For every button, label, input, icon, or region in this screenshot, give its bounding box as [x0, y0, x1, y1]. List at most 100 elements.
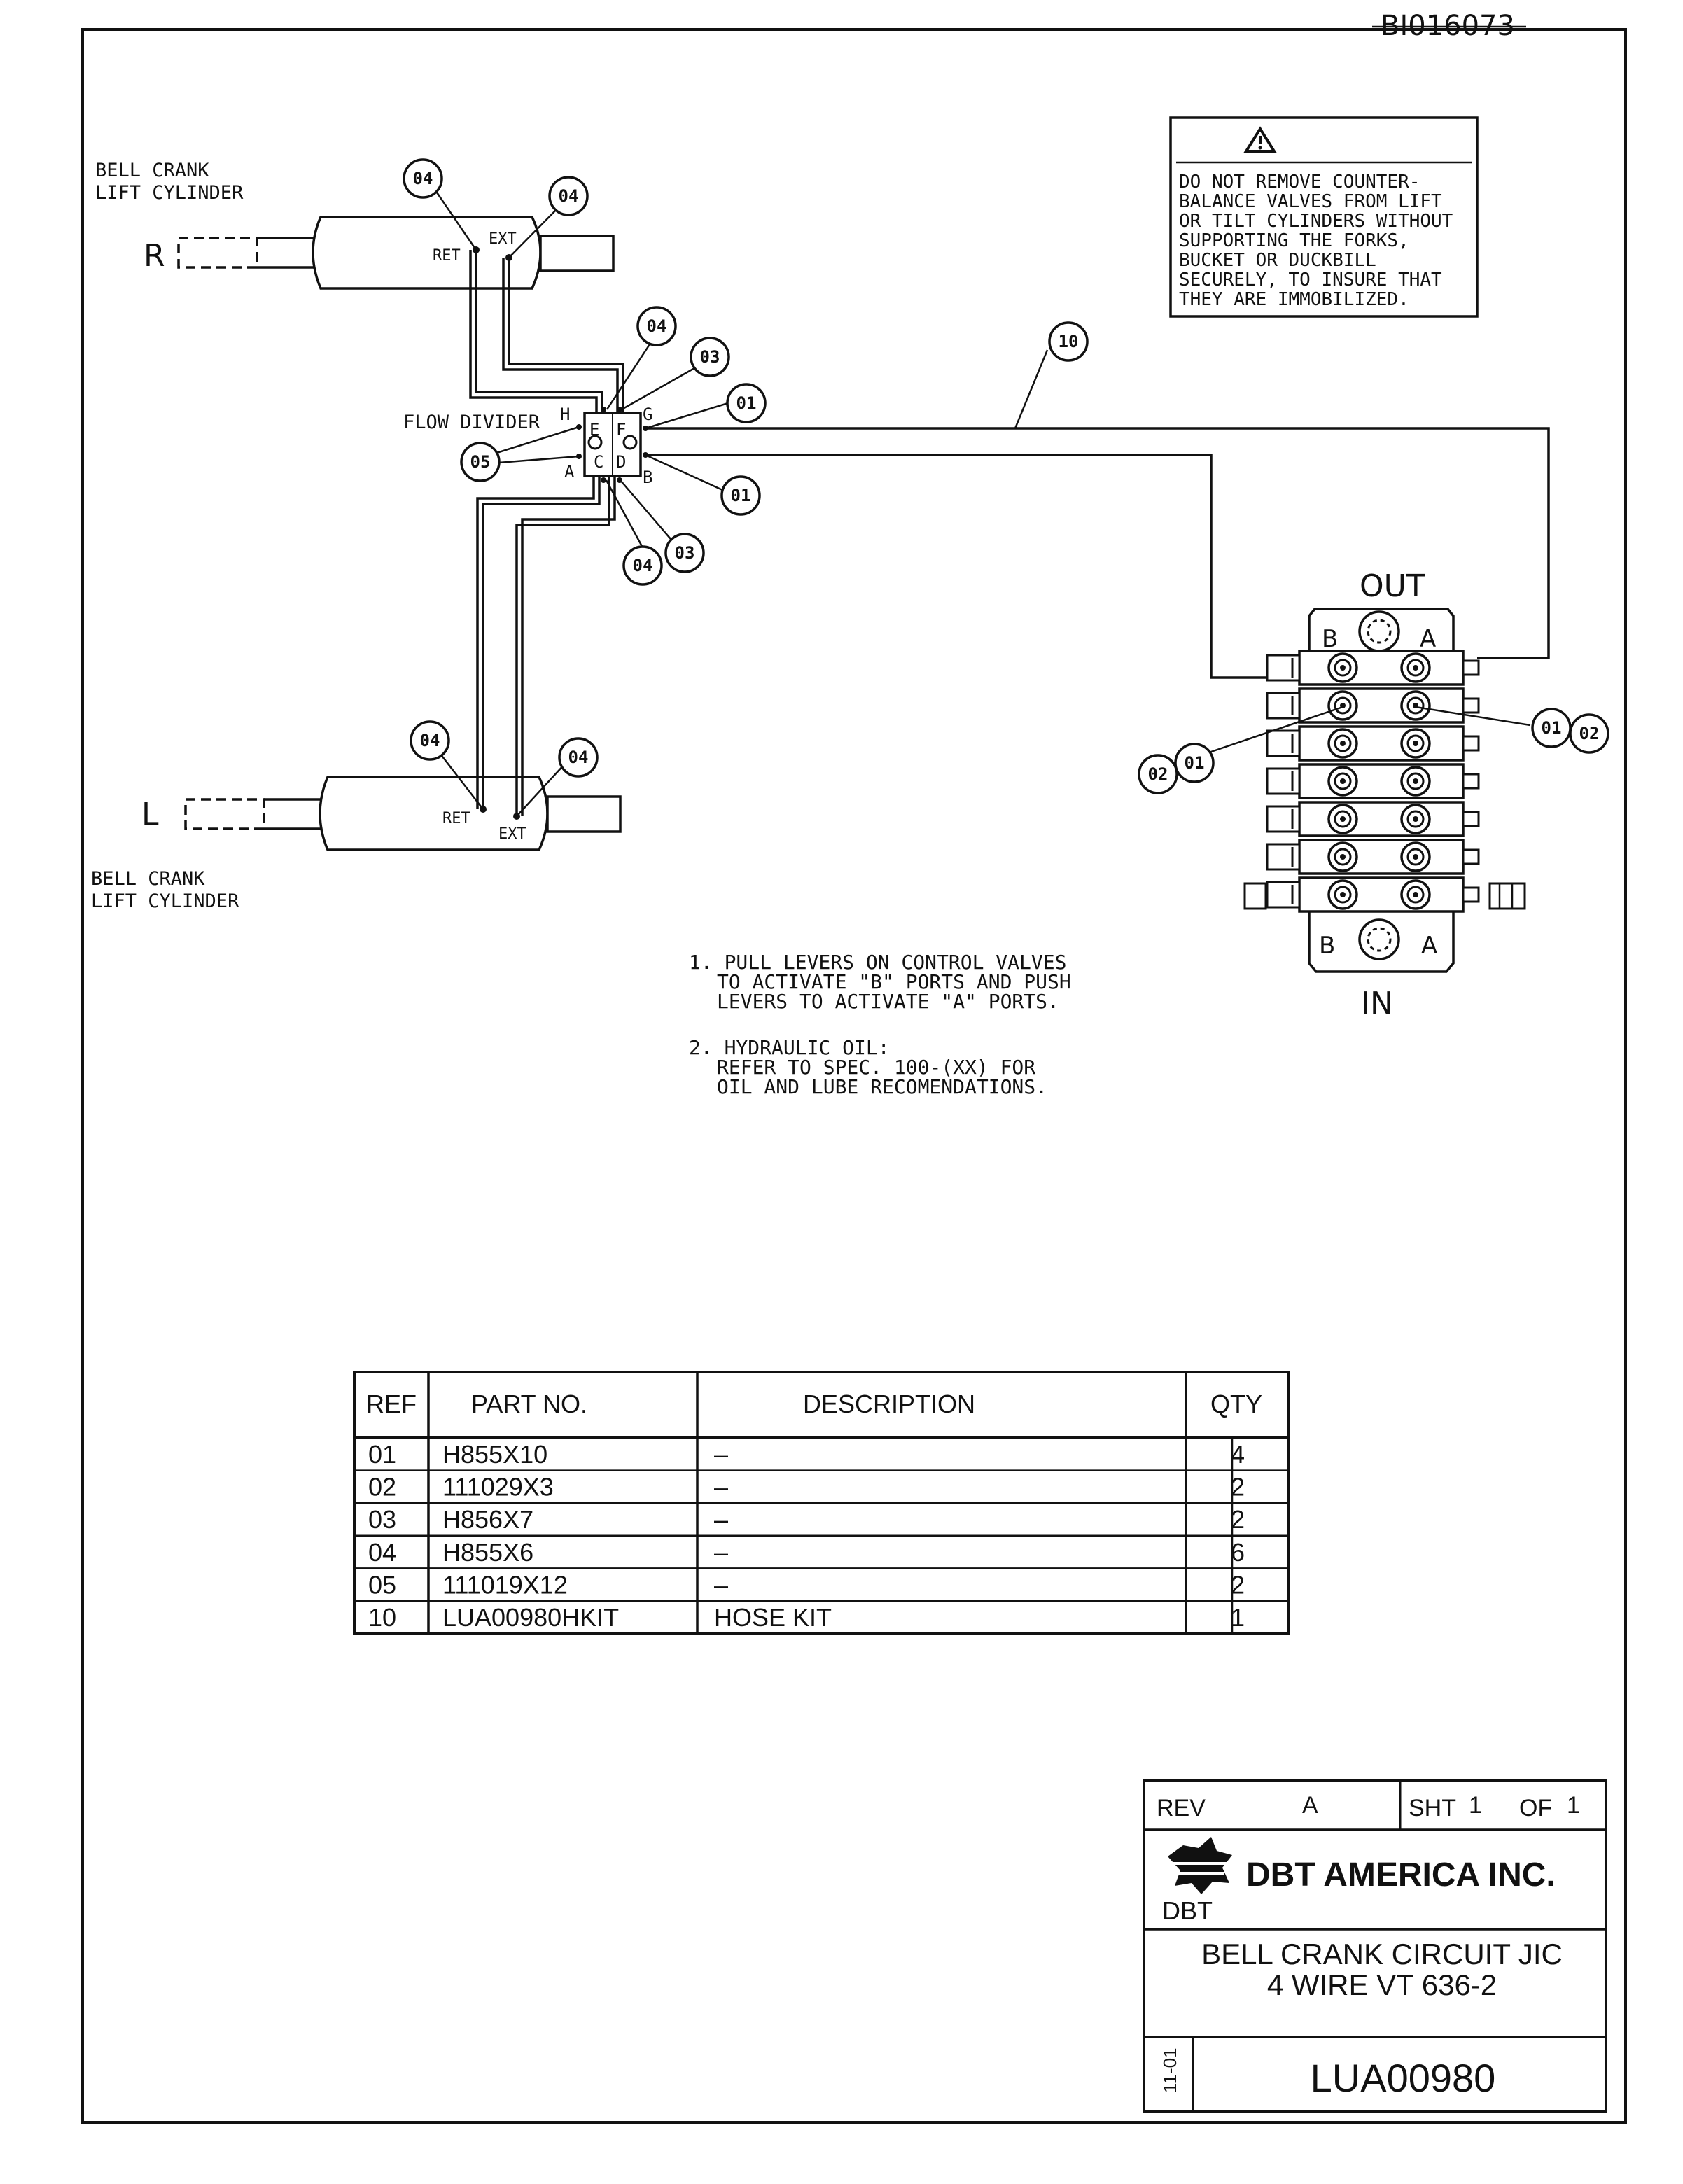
fd-port-a: A: [564, 462, 575, 482]
callout-l-ext: 04: [558, 737, 599, 778]
callout-hose: 10: [1048, 321, 1089, 362]
callout-v-left-02: 02: [1138, 754, 1178, 794]
cell-ref: 02: [368, 1473, 396, 1502]
note-1-line-3: LEVERS TO ACTIVATE "A" PORTS.: [717, 990, 1059, 1013]
rev-label: REV: [1157, 1795, 1206, 1821]
cell-ref: 05: [368, 1570, 396, 1599]
fd-port-c: C: [594, 452, 603, 472]
left-lift-cylinder: BELL CRANK LIFT CYLINDER L RET EXT: [91, 776, 622, 912]
drawing-border: [81, 28, 1627, 2124]
fd-port-h: H: [560, 405, 570, 424]
callout-number: 04: [420, 731, 440, 750]
callout-fd-d: 01: [720, 475, 761, 516]
valve-section: [1266, 725, 1480, 762]
fd-port-f: F: [616, 420, 626, 440]
valve-in-label: IN: [1361, 986, 1393, 1021]
valve-section: [1266, 839, 1480, 875]
callout-number: 01: [1542, 718, 1562, 738]
left-port-ext: EXT: [498, 825, 526, 843]
cell-qty: 6: [1231, 1538, 1245, 1567]
callout-fd-bot2: 03: [664, 533, 705, 573]
flow-divider-label: FLOW DIVIDER: [403, 412, 540, 433]
left-cylinder-label-1: BELL CRANK: [91, 868, 205, 890]
warning-box: DO NOT REMOVE COUNTER- BALANCE VALVES FR…: [1169, 116, 1479, 318]
cell-part-no: 111019X12: [442, 1570, 568, 1599]
of-label: OF: [1519, 1795, 1552, 1821]
warning-line-4: SUPPORTING THE FORKS,: [1179, 230, 1409, 251]
cell-qty: 4: [1231, 1440, 1245, 1469]
drawing-number: LUA00980: [1311, 2056, 1496, 2100]
notes: 1. PULL LEVERS ON CONTROL VALVES TO ACTI…: [689, 951, 1083, 1098]
callout-number: 04: [647, 316, 667, 336]
cell-description: –: [714, 1538, 728, 1567]
fd-port-g: G: [643, 405, 652, 424]
cell-ref: 04: [368, 1538, 396, 1567]
right-port-ret: RET: [433, 247, 461, 265]
callout-number: 01: [736, 393, 757, 413]
valve-section: [1266, 687, 1480, 724]
valve-bottom-port-a: A: [1421, 932, 1437, 960]
callout-fd-left: 05: [460, 442, 501, 482]
right-cylinder-label-1: BELL CRANK: [95, 160, 209, 181]
callout-v-left-01: 01: [1174, 743, 1215, 783]
warning-triangle-icon: [1243, 126, 1277, 153]
note-2-line-3: OIL AND LUBE RECOMENDATIONS.: [717, 1075, 1047, 1098]
warning-line-1: DO NOT REMOVE COUNTER-: [1179, 172, 1420, 192]
valve-section: [1266, 801, 1480, 837]
cell-part-no: LUA00980HKIT: [442, 1603, 619, 1632]
cell-part-no: H855X10: [442, 1440, 547, 1469]
hoses: [469, 250, 1550, 816]
callout-number: 03: [675, 543, 695, 563]
svg-text:DO NOT REMOVE COUNTER- B: DO NOT REMOVE COUNTER- BALANCE VALVES FR…: [1179, 172, 1464, 310]
callout-number: 04: [568, 748, 589, 767]
callout-v-right-02: 02: [1569, 713, 1609, 754]
flow-divider: FLOW DIVIDER H E F G A C D B: [403, 405, 652, 487]
sht-value: 1: [1469, 1792, 1482, 1819]
valve-bottom-port-b: B: [1319, 932, 1335, 960]
cell-description: –: [714, 1570, 728, 1599]
dbt-logo-icon: [1168, 1837, 1232, 1894]
fd-port-d: D: [616, 452, 626, 472]
table-header-description: DESCRIPTION: [803, 1390, 975, 1418]
callout-number: 04: [633, 556, 653, 575]
right-port-ext: EXT: [489, 230, 517, 248]
table-header-ref: REF: [366, 1390, 417, 1418]
callout-fd-top: 04: [636, 306, 677, 346]
cell-ref: 01: [368, 1440, 396, 1469]
valve-top-port-a: A: [1420, 625, 1436, 653]
cell-qty: 1: [1231, 1603, 1245, 1632]
svg-text:1. PULL LEVERS ON CONTROL VALV: 1. PULL LEVERS ON CONTROL VALVES TO ACTI…: [689, 951, 1083, 1098]
fd-port-b: B: [643, 468, 652, 487]
cell-qty: 2: [1231, 1570, 1245, 1599]
of-value: 1: [1567, 1792, 1580, 1819]
callout-v-right-01: 01: [1531, 708, 1572, 748]
callout-number: 04: [559, 186, 579, 206]
cell-description: –: [714, 1505, 728, 1534]
left-port-ret: RET: [442, 810, 470, 827]
cell-ref: 10: [368, 1603, 396, 1632]
note-2-line-2: REFER TO SPEC. 100-(XX) FOR: [717, 1056, 1035, 1079]
valve-out-label: OUT: [1360, 568, 1425, 604]
table-header-qty: QTY: [1210, 1390, 1262, 1418]
valve-top-port-b: B: [1322, 625, 1338, 653]
callout-fd-top2: 03: [690, 337, 730, 377]
valve-section: [1266, 763, 1480, 799]
cell-ref: 03: [368, 1505, 396, 1534]
cell-description: HOSE KIT: [714, 1603, 832, 1632]
callout-number: 03: [700, 347, 720, 367]
callout-number: 02: [1148, 764, 1168, 784]
left-cylinder-label-2: LIFT CYLINDER: [91, 890, 239, 912]
right-lift-cylinder: BELL CRANK LIFT CYLINDER R RET EXT: [95, 160, 615, 290]
callout-r-ext: 04: [548, 176, 589, 216]
callout-number: 02: [1579, 724, 1600, 743]
fd-port-e: E: [589, 420, 599, 440]
company-name: DBT AMERICA INC.: [1246, 1856, 1556, 1893]
callout-number: 05: [470, 452, 491, 472]
cell-qty: 2: [1231, 1505, 1245, 1534]
right-side-letter: R: [144, 238, 165, 274]
callout-number: 10: [1059, 332, 1079, 351]
callout-number: 01: [1185, 753, 1205, 773]
